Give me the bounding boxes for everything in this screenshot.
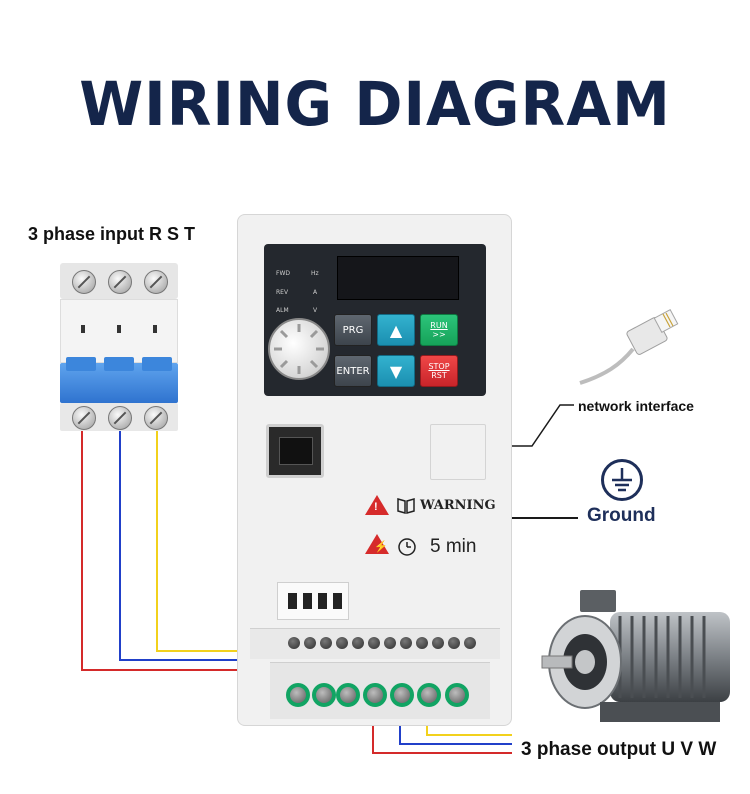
- stop-reset-button[interactable]: STOP RST: [420, 355, 458, 387]
- prg-button[interactable]: PRG: [334, 314, 372, 346]
- run-sub-label: >>: [432, 330, 446, 339]
- stop-label: STOP: [428, 362, 450, 371]
- terminal-ground: [445, 683, 469, 707]
- indicator-rev: REV: [276, 289, 289, 296]
- run-label: RUN: [430, 321, 448, 330]
- output-label: 3 phase output U V W: [521, 739, 717, 760]
- terminal-r: [286, 683, 310, 707]
- knob-ridges-icon: [274, 324, 324, 374]
- breaker-top-screw-icon: [144, 270, 168, 294]
- indicator-a: A: [313, 289, 318, 296]
- electric-motor-icon: [541, 590, 730, 722]
- up-button[interactable]: ▲: [377, 314, 415, 346]
- down-button[interactable]: ▼: [377, 355, 415, 387]
- warning-triangle-icon: !: [365, 495, 389, 515]
- breaker-switch: [60, 357, 178, 403]
- terminal-s: [312, 683, 336, 707]
- potentiometer-knob[interactable]: [268, 318, 330, 380]
- rj45-port[interactable]: [266, 424, 324, 478]
- ground-label: Ground: [587, 505, 656, 526]
- breaker-bottom-screw-icon: [72, 406, 96, 430]
- terminal-w: [417, 683, 441, 707]
- input-label: 3 phase input R S T: [28, 224, 196, 244]
- indicator-alm: ALM: [276, 307, 289, 314]
- enter-button[interactable]: ENTER: [334, 355, 372, 387]
- electric-hazard-icon: ⚡: [365, 534, 389, 554]
- terminal-v: [390, 683, 414, 707]
- power-terminal-strip: [270, 662, 490, 719]
- run-button[interactable]: RUN >>: [420, 314, 458, 346]
- ground-symbol-icon: [601, 459, 643, 501]
- indicator-fwd: FWD: [276, 270, 291, 277]
- indicator-hz: Hz: [311, 270, 319, 277]
- blank-cover-plate: [430, 424, 486, 480]
- timer-icon: [398, 538, 416, 556]
- breaker-bottom-screw-icon: [108, 406, 132, 430]
- reset-label: RST: [431, 371, 447, 380]
- breaker-bottom-screw-icon: [144, 406, 168, 430]
- led-display: [337, 256, 459, 300]
- warning-text: WARNING: [420, 498, 496, 513]
- manual-book-icon: [397, 498, 415, 514]
- terminal-t: [336, 683, 360, 707]
- breaker-top-screw-icon: [72, 270, 96, 294]
- terminal-u: [363, 683, 387, 707]
- arrow-up-icon: ▲: [389, 320, 403, 340]
- control-terminal-strip: [250, 628, 500, 659]
- network-cable-icon: [579, 309, 679, 385]
- discharge-timer-text: 5 min: [430, 536, 477, 557]
- circuit-breaker: [60, 263, 178, 431]
- breaker-top-screw-icon: [108, 270, 132, 294]
- page-title: WIRING DIAGRAM: [79, 68, 671, 140]
- arrow-down-icon: ▼: [389, 361, 403, 381]
- indicator-v: V: [313, 307, 318, 314]
- network-interface-label: network interface: [578, 398, 694, 414]
- dip-switch-block: [277, 582, 349, 620]
